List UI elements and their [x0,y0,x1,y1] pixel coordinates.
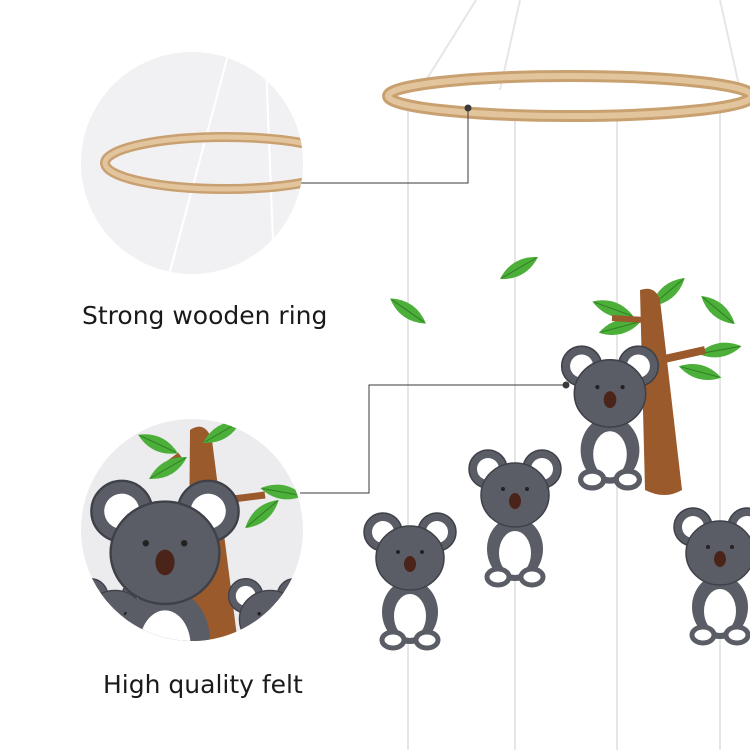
caption-felt: High quality felt [103,670,303,699]
callout-lines [300,108,566,494]
felt-koalas [364,346,750,648]
wooden-ring [382,70,750,122]
caption-wooden-ring: Strong wooden ring [82,301,328,330]
zoom-wooden-ring [81,52,303,274]
felt-tree [611,288,706,495]
zoom-felt [81,419,303,641]
